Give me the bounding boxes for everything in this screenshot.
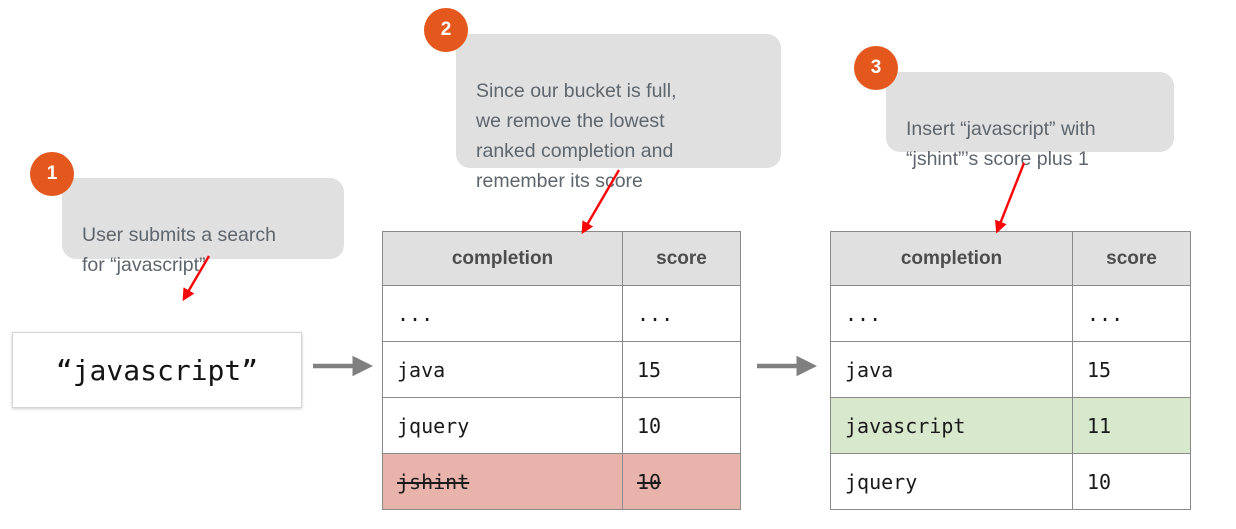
cell-completion: java bbox=[830, 341, 1073, 398]
cell-completion: javascript bbox=[830, 397, 1073, 454]
table-header-row: completion score bbox=[382, 231, 741, 286]
callout-text-2: Since our bucket is full, we remove the … bbox=[476, 80, 677, 192]
table-row-removed: jshint 10 bbox=[382, 453, 741, 510]
cell-score: 15 bbox=[622, 341, 741, 398]
cell-score: 10 bbox=[1072, 453, 1191, 510]
callout-text-1: User submits a search for “javascript” bbox=[82, 224, 276, 276]
cell-score: 10 bbox=[622, 397, 741, 454]
cell-completion: jshint bbox=[382, 453, 623, 510]
table-row: ... ... bbox=[830, 285, 1191, 342]
callout-bubble-3: Insert “javascript” with “jshint”’s scor… bbox=[886, 72, 1174, 170]
cell-completion: java bbox=[382, 341, 623, 398]
cell-score: 11 bbox=[1072, 397, 1191, 454]
completions-table-before: completion score ... ... java 15 jquery … bbox=[382, 231, 741, 510]
column-header-completion: completion bbox=[830, 231, 1073, 286]
table-row-added: javascript 11 bbox=[830, 397, 1191, 454]
callout-bubble-1: User submits a search for “javascript” bbox=[62, 178, 344, 276]
cell-score: 15 bbox=[1072, 341, 1191, 398]
column-header-score: score bbox=[1072, 231, 1191, 286]
callout-badge-3-number: 3 bbox=[870, 57, 882, 78]
table-row: jquery 10 bbox=[830, 453, 1191, 510]
search-query-box[interactable]: “javascript” bbox=[12, 332, 302, 408]
callout-badge-2: 2 bbox=[424, 8, 468, 52]
callout-badge-3: 3 bbox=[854, 46, 898, 90]
cell-completion: jquery bbox=[830, 453, 1073, 510]
callout-badge-2-number: 2 bbox=[440, 19, 452, 40]
table-row: java 15 bbox=[830, 341, 1191, 398]
table-row: java 15 bbox=[382, 341, 741, 398]
cell-completion: ... bbox=[830, 285, 1073, 342]
column-header-score: score bbox=[622, 231, 741, 286]
callout-badge-1-number: 1 bbox=[46, 163, 58, 184]
cell-score: ... bbox=[622, 285, 741, 342]
table-row: ... ... bbox=[382, 285, 741, 342]
table-row: jquery 10 bbox=[382, 397, 741, 454]
cell-score: ... bbox=[1072, 285, 1191, 342]
search-query-text: “javascript” bbox=[55, 353, 259, 387]
callout-text-3: Insert “javascript” with “jshint”’s scor… bbox=[906, 118, 1096, 170]
column-header-completion: completion bbox=[382, 231, 623, 286]
callout-bubble-2: Since our bucket is full, we remove the … bbox=[456, 34, 781, 192]
cell-score: 10 bbox=[622, 453, 741, 510]
completions-table-after: completion score ... ... java 15 javascr… bbox=[830, 231, 1191, 510]
cell-completion: ... bbox=[382, 285, 623, 342]
table-header-row: completion score bbox=[830, 231, 1191, 286]
callout-badge-1: 1 bbox=[30, 152, 74, 196]
cell-completion: jquery bbox=[382, 397, 623, 454]
